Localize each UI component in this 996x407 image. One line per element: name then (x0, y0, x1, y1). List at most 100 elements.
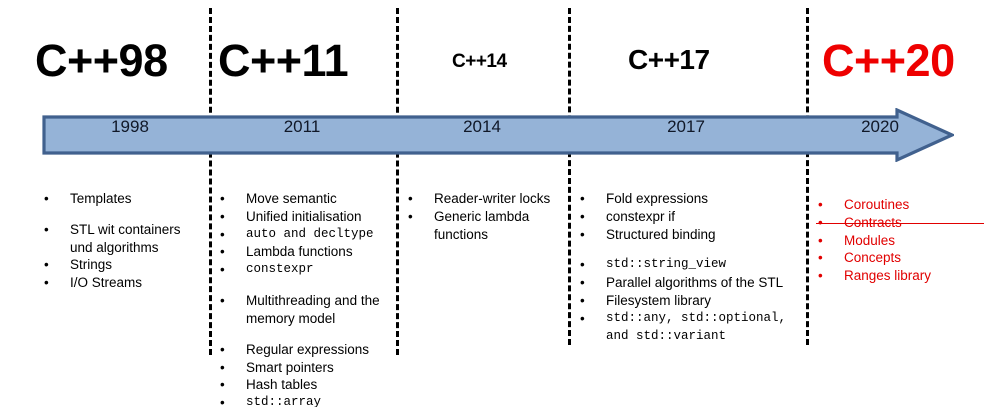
list-item-continuation: • functions (404, 226, 564, 244)
list-item-label: Reader-writer locks (434, 191, 551, 206)
year-label-2017: 2017 (667, 117, 705, 136)
timeline-arrow (42, 108, 954, 162)
bullet-glyph: • (220, 293, 225, 309)
bullet-glyph: • (818, 214, 823, 230)
list-item: • Reader-writer locks (404, 190, 564, 208)
era-title-cpp11: C++11 (218, 35, 349, 86)
bullet-glyph: • (580, 257, 585, 273)
bullet-glyph: • (220, 244, 225, 260)
list-item-label: std::any, std::optional, (606, 310, 787, 325)
list-item-label: constexpr if (606, 208, 676, 224)
list-item: • I/O Streams (40, 274, 205, 292)
bullet-glyph: • (580, 310, 585, 326)
list-item-label: memory model (246, 310, 336, 326)
list-item: • constexpr if (576, 208, 806, 226)
feature-list-cpp20: • Coroutines • Contracts • Modules • Con… (814, 196, 984, 285)
list-item: • Generic lambda (404, 208, 564, 226)
list-item-label: Lambda functions (246, 244, 353, 260)
bullet-glyph: • (220, 359, 225, 375)
list-item-label: std::string_view (606, 257, 727, 272)
list-item-label: Templates (70, 191, 132, 206)
list-item: • Concepts (814, 249, 984, 267)
list-item: • Multithreading and the (216, 292, 396, 310)
era-title-cpp17: C++17 (628, 44, 710, 75)
list-item-label: Hash tables (246, 377, 318, 393)
era-title-cpp14: C++14 (452, 51, 507, 72)
bullet-glyph: • (580, 208, 585, 224)
bullet-glyph: • (44, 191, 49, 206)
bullet-glyph: • (44, 221, 49, 237)
list-spacer (216, 328, 396, 341)
bullet-glyph: • (220, 226, 225, 242)
list-item: • Unified initialisation (216, 208, 396, 226)
bullet-glyph: • (408, 208, 413, 224)
divider-1998-2011 (209, 8, 212, 355)
list-item-label: functions (434, 226, 489, 242)
era-title-cpp20: C++20 (822, 35, 955, 86)
feature-list-cpp14: • Reader-writer locks • Generic lambda •… (404, 190, 564, 243)
list-item-label: Smart pointers (246, 359, 334, 375)
list-spacer (216, 279, 396, 292)
list-item-label: auto and decltype (246, 226, 374, 241)
list-item-continuation: • memory model (216, 310, 396, 328)
list-item: • STL wit containers (40, 221, 205, 239)
bullet-glyph: • (220, 262, 225, 278)
list-item-label: Regular expressions (246, 341, 370, 357)
list-item-label: Contracts (844, 214, 902, 230)
year-label-2011: 2011 (283, 117, 321, 136)
bullet-glyph: • (220, 341, 225, 357)
list-item: • Modules (814, 232, 984, 250)
list-item-label: I/O Streams (70, 275, 143, 291)
list-item-label: constexpr (246, 262, 314, 277)
bullet-glyph: • (220, 377, 225, 393)
bullet-glyph: • (44, 275, 49, 291)
list-item: • Coroutines (814, 196, 984, 214)
divider-2017-2020 (806, 8, 809, 345)
feature-list-cpp17: • Fold expressions • constexpr if • Stru… (576, 190, 806, 346)
bullet-glyph: • (818, 197, 823, 212)
bullet-glyph: • (220, 191, 225, 206)
list-item: • Templates (40, 190, 205, 208)
bullet-glyph: • (580, 293, 585, 309)
list-item-label: Strings (70, 257, 113, 273)
bullet-glyph: • (44, 257, 49, 273)
list-item: • Parallel algorithms of the STL (576, 274, 806, 292)
list-item: • std::array (216, 394, 396, 407)
list-item: • Lambda functions (216, 243, 396, 261)
bullet-glyph: • (818, 232, 823, 248)
list-item-label: Unified initialisation (246, 208, 362, 224)
bullet-glyph: • (220, 208, 225, 224)
list-item: • Structured binding (576, 226, 806, 244)
list-item-label: und algorithms (70, 239, 159, 255)
list-item-label: Ranges library (844, 268, 932, 284)
year-label-2014: 2014 (463, 117, 501, 136)
bullet-glyph: • (580, 191, 585, 206)
list-item-continuation: • and std::variant (576, 328, 806, 346)
era-title-cpp98: C++98 (35, 35, 168, 86)
divider-2014-2017 (568, 8, 571, 345)
list-item-label: Concepts (844, 250, 902, 266)
list-item-label: Fold expressions (606, 191, 709, 206)
bullet-glyph: • (580, 226, 585, 242)
list-item: • Smart pointers (216, 359, 396, 377)
list-item: • Ranges library (814, 267, 984, 285)
list-item: • Fold expressions (576, 190, 806, 208)
list-item: • Filesystem library (576, 292, 806, 310)
list-item: • Move semantic (216, 190, 396, 208)
list-item-label: std::array (246, 395, 322, 407)
year-label-2020: 2020 (861, 117, 899, 136)
list-spacer (576, 243, 806, 256)
list-item: • std::string_view (576, 256, 806, 274)
list-item: • constexpr (216, 261, 396, 279)
list-item-label: Multithreading and the (246, 293, 380, 309)
list-item-label: Coroutines (844, 197, 910, 212)
bullet-glyph: • (220, 395, 225, 407)
feature-list-cpp98: • Templates • STL wit containers • und a… (40, 190, 205, 292)
list-item-label: STL wit containers (70, 221, 181, 237)
bullet-glyph: • (408, 191, 413, 206)
list-item: • Regular expressions (216, 341, 396, 359)
list-spacer (40, 208, 205, 221)
bullet-glyph: • (580, 275, 585, 291)
list-item-struck: • Contracts (814, 214, 984, 232)
list-item-label: Modules (844, 232, 896, 248)
